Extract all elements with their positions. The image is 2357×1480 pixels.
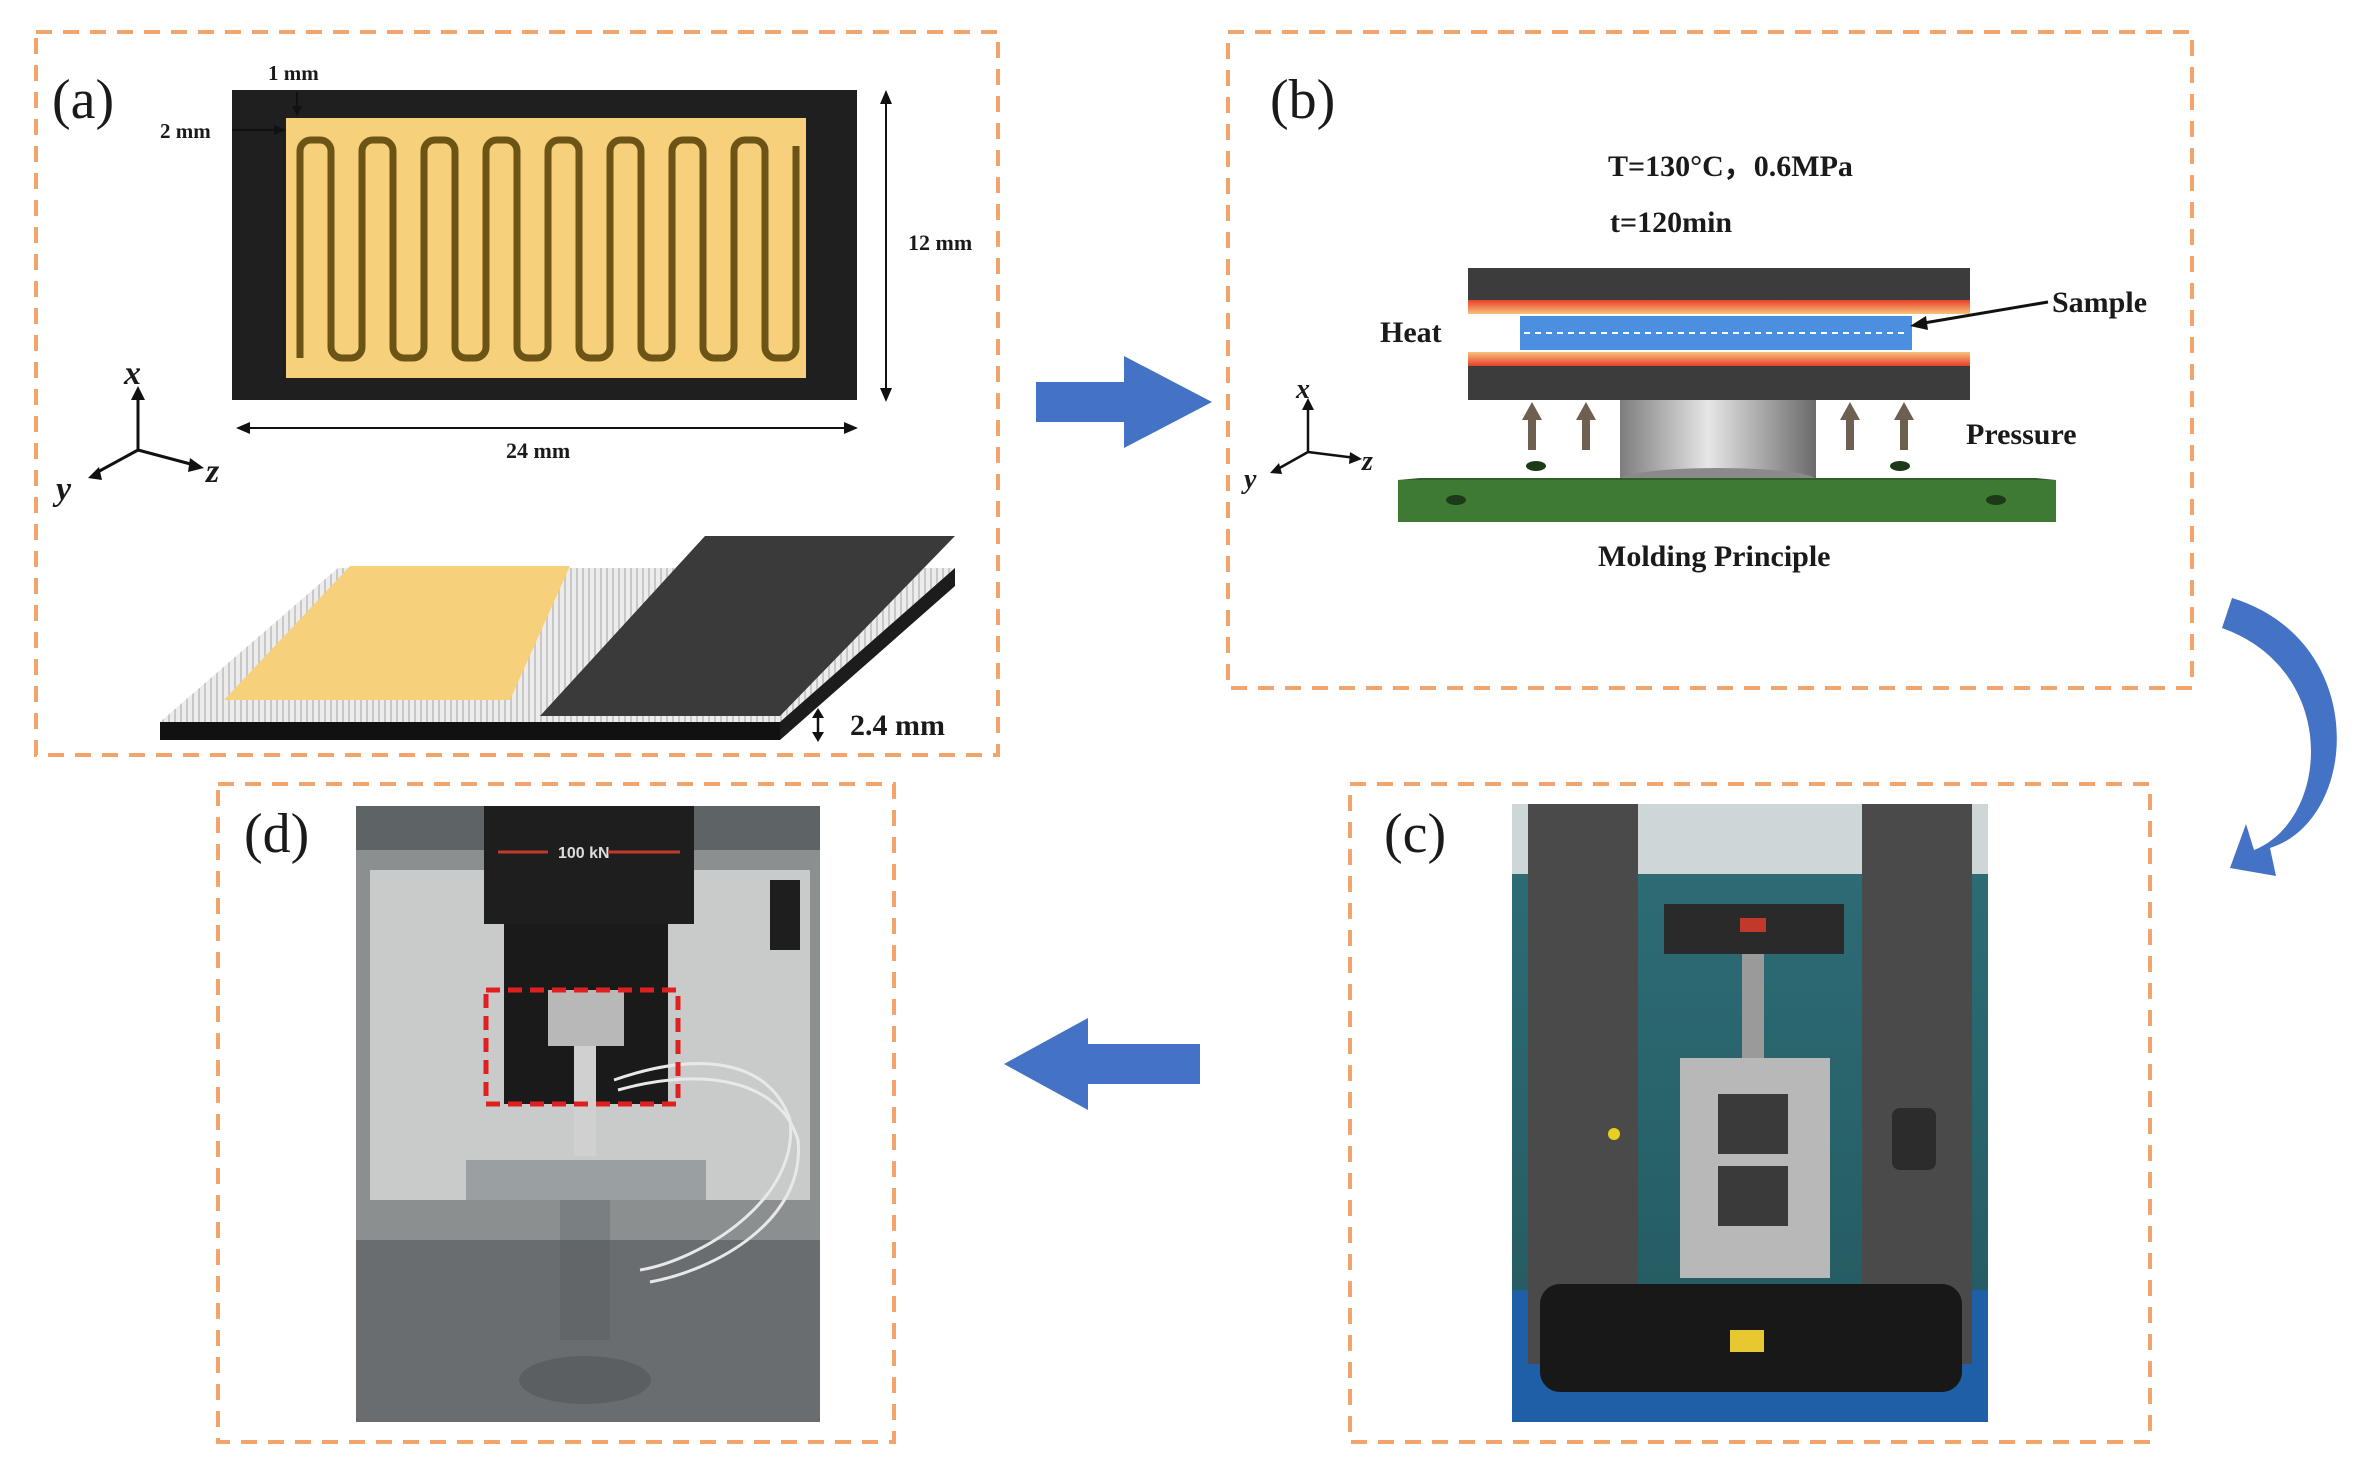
electrode-3d-view (160, 536, 955, 740)
photo-test-fixture: 100 kN (356, 806, 820, 1422)
molding-caption: Molding Principle (1598, 540, 1831, 573)
top-press-plate (1468, 268, 1970, 300)
axis-a-y: y (52, 471, 72, 508)
dim-width-label: 24 mm (506, 438, 570, 463)
dim-height-label: 12 mm (908, 230, 972, 255)
panel-d: (d) 100 kN (216, 782, 896, 1444)
axis-b-x: x (1295, 374, 1310, 405)
bottom-heater (1468, 352, 1970, 366)
pressure-arrows (1522, 402, 1914, 450)
fixture-beam (466, 1160, 706, 1200)
plate-front-edge (160, 722, 780, 740)
photo-testing-machine (1512, 804, 1988, 1422)
axes-a (93, 392, 199, 476)
sample-label: Sample (2052, 286, 2147, 319)
load-cell (484, 806, 694, 924)
panel-b: (b) T=130°C，0.6MPa t=120min (1226, 30, 2194, 690)
plate-side-edge (780, 568, 955, 740)
machine-column-left (1528, 804, 1638, 1364)
black-region-3d (540, 536, 955, 716)
specimen (574, 1046, 596, 1156)
top-heater (1468, 300, 1970, 314)
panel-d-label: (d) (244, 803, 309, 865)
flow-arrow-a-to-b (1036, 356, 1212, 448)
axis-a-x: x (123, 355, 141, 392)
conditions-line2: t=120min (1610, 206, 1732, 239)
serpentine-trace (296, 136, 800, 362)
axis-b-y: y (1241, 464, 1257, 495)
pressure-label: Pressure (1966, 418, 2077, 451)
conditions-line1: T=130°C，0.6MPa (1608, 150, 1853, 183)
bottom-press-plate (1468, 366, 1970, 400)
panel-a: (a) 1 mm 2 mm 12 mm 24 mm (34, 30, 1000, 757)
press-cylinder (1620, 400, 1816, 480)
press-diagram (1398, 268, 2056, 522)
highlight-box (483, 987, 681, 1107)
panel-c-label: (c) (1384, 803, 1446, 865)
heat-label: Heat (1380, 316, 1442, 349)
electrode-top-view (232, 90, 857, 400)
panel-a-label: (a) (52, 69, 114, 131)
dim-thickness-label: 2.4 mm (850, 709, 945, 742)
flow-arrow-c-to-d (1004, 1018, 1200, 1110)
dim-left-label: 2 mm (160, 119, 211, 143)
axes-b (1275, 404, 1357, 472)
base-platform (1398, 480, 2056, 522)
axis-a-z: z (205, 453, 220, 490)
electrode-3d (224, 566, 570, 700)
control-pendant (1892, 1108, 1936, 1170)
flow-arrow-b-to-c (2222, 598, 2337, 876)
panel-c: (c) (1348, 782, 2152, 1444)
panel-a-border (34, 30, 1000, 757)
dim-top-label: 1 mm (268, 61, 319, 85)
panel-b-label: (b) (1270, 69, 1335, 131)
load-cell-text: 100 kN (558, 845, 610, 862)
machine-column-right (1862, 804, 1972, 1364)
panel-d-border (216, 782, 896, 1444)
axis-b-z: z (1361, 446, 1373, 477)
